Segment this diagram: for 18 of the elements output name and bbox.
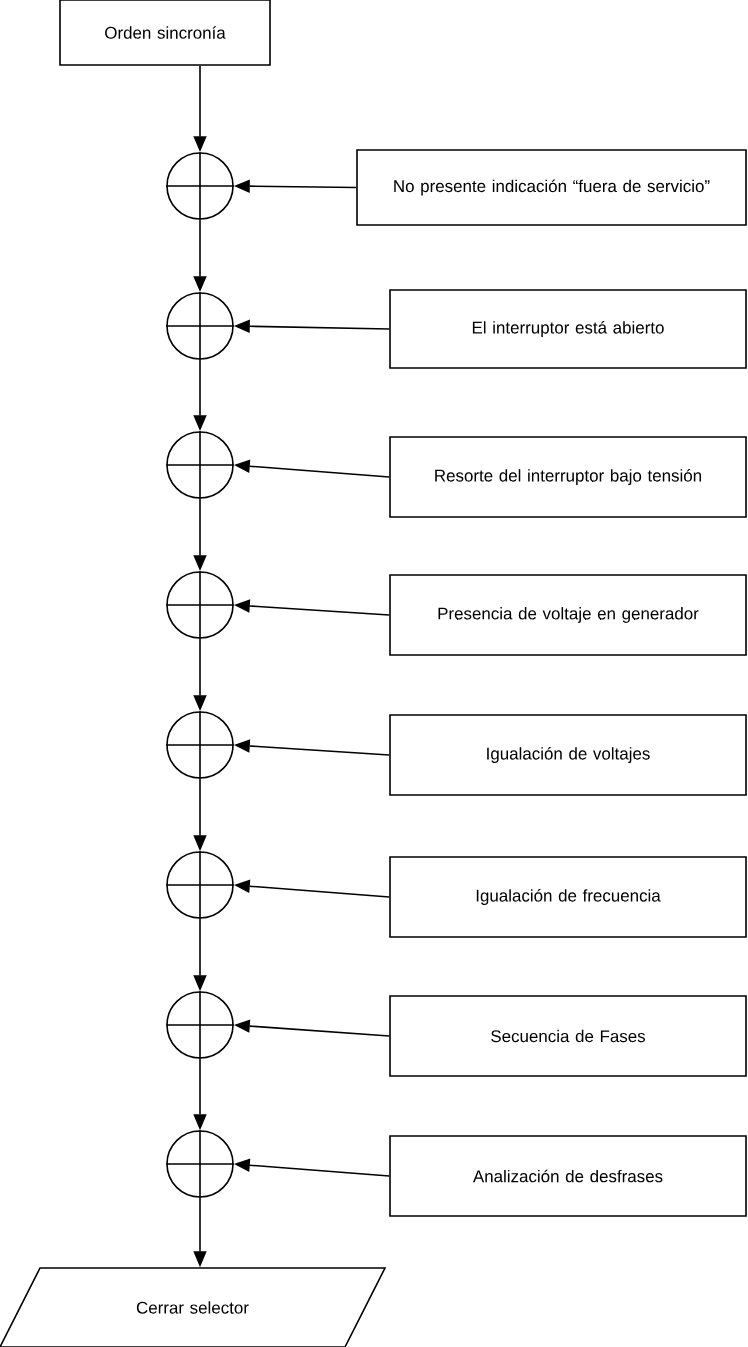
condition-box: Resorte del interruptor bajo tensión (389, 436, 747, 518)
condition-box: El interruptor está abierto (389, 289, 747, 369)
condition-box: Analización de desfrases (389, 1135, 747, 1217)
output-parallelogram: Cerrar selector (0, 1267, 387, 1347)
process-box: Orden sincronía (59, 0, 271, 66)
summing-junction (165, 151, 235, 221)
condition-box: Secuencia de Fases (389, 995, 747, 1077)
summing-junction (165, 990, 235, 1060)
condition-box: Presencia de voltaje en generador (389, 574, 747, 656)
condition-box: Igualación de voltajes (389, 714, 747, 796)
summing-junction (165, 850, 235, 920)
condition-box: Igualación de frecuencia (389, 856, 747, 938)
summing-junction (165, 570, 235, 640)
summing-junction (165, 430, 235, 500)
condition-box: No presente indicación “fuera de servicio” (356, 149, 747, 226)
summing-junction (165, 1129, 235, 1199)
summing-junction (165, 710, 235, 780)
summing-junction (165, 291, 235, 361)
